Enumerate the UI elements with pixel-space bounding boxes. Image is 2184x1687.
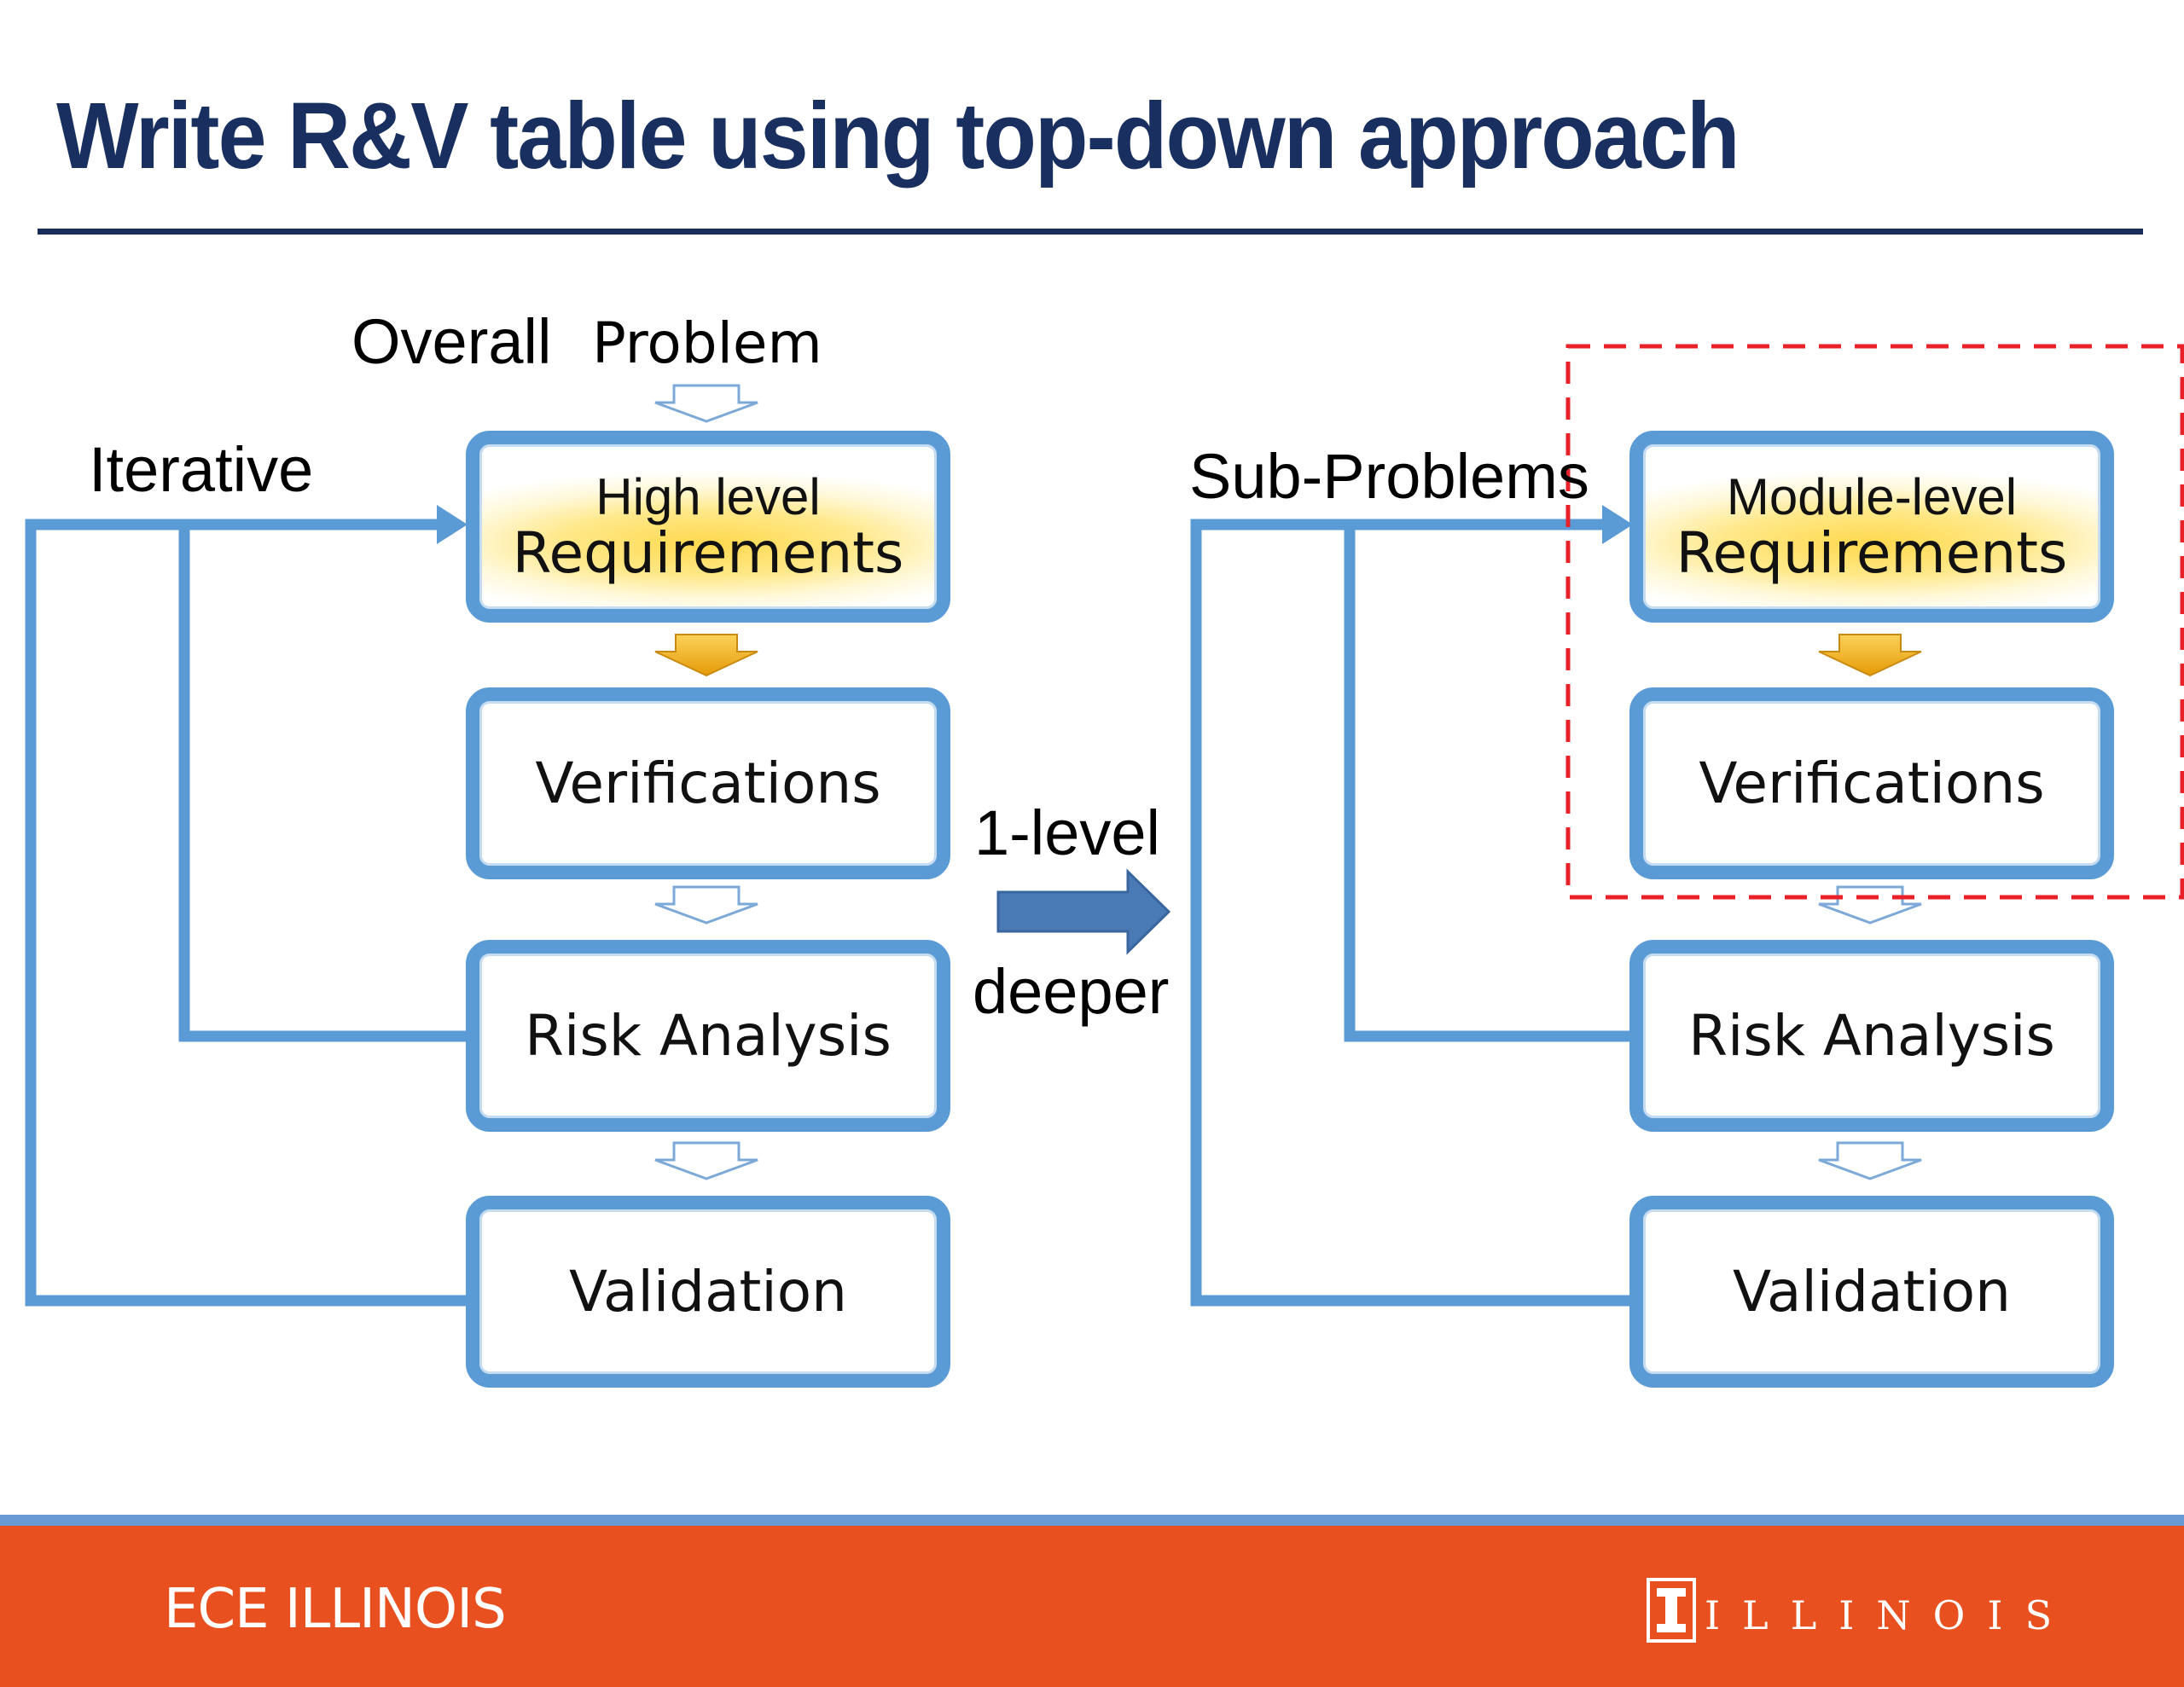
high-level-requirements-box: High level Requirements: [466, 431, 950, 623]
iterative-label: Iterative: [89, 434, 314, 505]
validation-box: Validation: [466, 1196, 950, 1388]
requirements-label: Requirements: [1676, 520, 2068, 587]
overall-label: Overall: [351, 306, 552, 377]
left-inner-loop: [178, 525, 478, 1042]
requirements-label: Requirements: [512, 520, 904, 587]
illinois-wordmark: ILLINOIS: [1705, 1592, 2075, 1638]
left-loop-arrowhead: [437, 505, 468, 544]
sub-problems-label: Sub-Problems: [1189, 441, 1589, 512]
problem-label: Problem: [592, 310, 822, 376]
block-i-icon: [1647, 1578, 1696, 1643]
deeper-label: deeper: [973, 956, 1170, 1027]
title-underline: [38, 229, 2143, 235]
one-level-label: 1-level: [974, 797, 1160, 868]
risk-analysis-box: Risk Analysis: [1629, 940, 2114, 1132]
slide-title: Write R&V table using top-down approach: [56, 84, 1740, 188]
risk-analysis-label: Risk Analysis: [525, 1002, 892, 1069]
illinois-logo: ILLINOIS: [1647, 1576, 2074, 1644]
down-arrow-icon: [1818, 885, 1922, 925]
down-arrow-icon: [654, 384, 758, 423]
deeper-arrow-icon: [996, 868, 1171, 955]
module-highlight-outline: [1565, 344, 2184, 900]
module-level-label: Module-level: [1726, 468, 2018, 526]
left-loop-lines: [25, 519, 478, 1307]
right-loop-arrowhead: [1602, 505, 1633, 544]
high-level-label: High level: [595, 468, 821, 526]
risk-analysis-box: Risk Analysis: [466, 940, 950, 1132]
down-arrow-gold-icon: [1818, 634, 1922, 677]
down-arrow-icon: [654, 885, 758, 925]
module-level-requirements-box: Module-level Requirements: [1629, 431, 2114, 623]
verifications-label: Verifications: [535, 750, 881, 816]
risk-analysis-label: Risk Analysis: [1688, 1002, 2055, 1069]
down-arrow-icon: [1818, 1141, 1922, 1180]
verifications-label: Verifications: [1699, 750, 2045, 816]
verifications-box: Verifications: [466, 687, 950, 879]
down-arrow-gold-icon: [654, 634, 758, 677]
footer-divider: [0, 1515, 2184, 1526]
right-outer-loop: [1190, 519, 1640, 1307]
validation-label: Validation: [569, 1258, 847, 1325]
validation-label: Validation: [1733, 1258, 2011, 1325]
left-outer-loop: [25, 519, 478, 1307]
down-arrow-icon: [654, 1141, 758, 1180]
right-inner-loop: [1344, 525, 1640, 1042]
right-loop-lines: [1190, 519, 1640, 1307]
ece-illinois-wordmark: ECE ILLINOIS: [164, 1578, 507, 1641]
verifications-box: Verifications: [1629, 687, 2114, 879]
validation-box: Validation: [1629, 1196, 2114, 1388]
footer-bar: [0, 1526, 2184, 1687]
